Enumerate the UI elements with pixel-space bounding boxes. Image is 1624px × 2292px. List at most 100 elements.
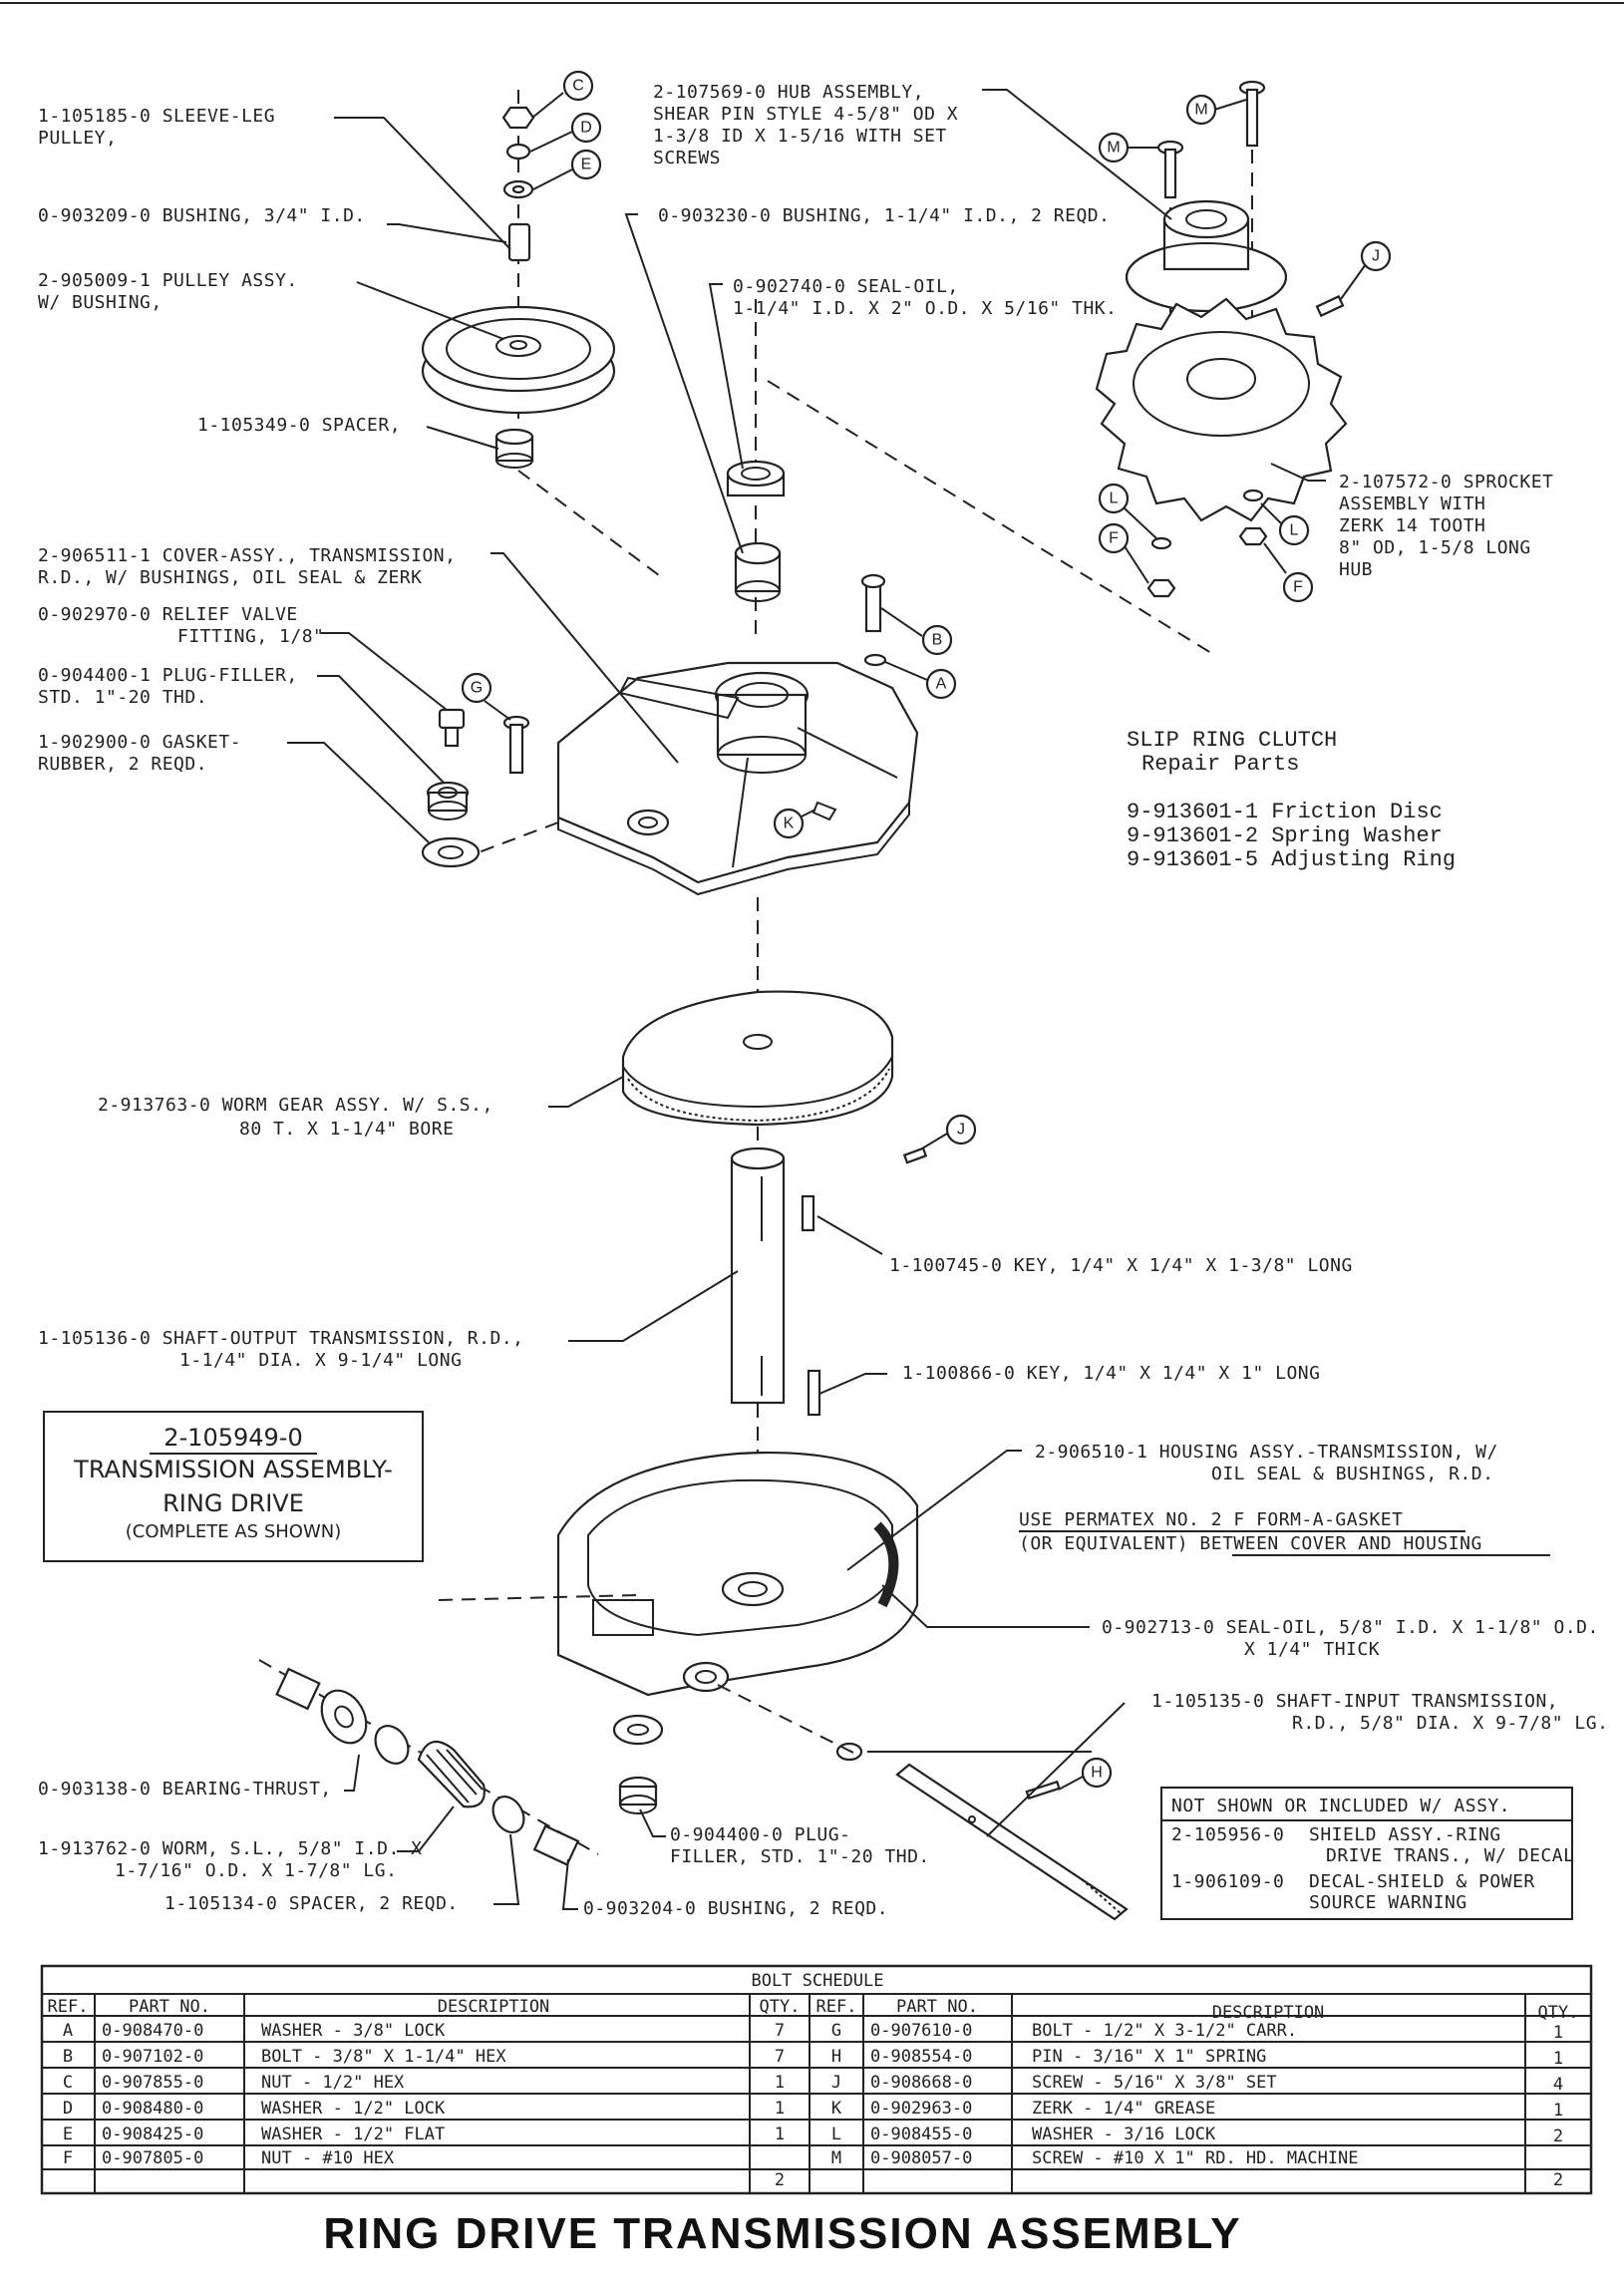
washer-a-part <box>863 653 887 667</box>
svg-text:1: 1 <box>1553 2023 1563 2043</box>
hub-sprocket-assembly <box>767 80 1348 654</box>
slip-ring-item: 9-913601-5 Adjusting Ring <box>1127 847 1456 872</box>
svg-text:0-908668-0: 0-908668-0 <box>870 2073 972 2093</box>
svg-text:M: M <box>1194 102 1207 119</box>
svg-text:WASHER - 1/2" LOCK: WASHER - 1/2" LOCK <box>261 2099 446 2119</box>
assembly-line1: TRANSMISSION ASSEMBLY- <box>73 1456 393 1483</box>
svg-text:K: K <box>784 816 795 832</box>
svg-text:ZERK - 1/4" GREASE: ZERK - 1/4" GREASE <box>1032 2099 1215 2119</box>
label-permatex: USE PERMATEX NO. 2 F FORM-A-GASKET(OR EQ… <box>1019 1509 1482 1554</box>
callout-f-right: F <box>1263 542 1314 603</box>
svg-text:C: C <box>63 2073 73 2093</box>
slip-ring-title: SLIP RING CLUTCH <box>1127 728 1337 753</box>
oil-seal-part <box>726 460 786 497</box>
svg-text:L: L <box>1290 522 1299 539</box>
callout-m-left: M <box>1098 132 1158 164</box>
label-shaft-input: 1-105135-0 SHAFT-INPUT TRANSMISSION,R.D.… <box>1151 1691 1608 1734</box>
label-hub-assy: 2-107569-0 HUB ASSEMBLY,SHEAR PIN STYLE … <box>653 82 958 168</box>
callout-circles: C D E M M J L L F F B A G K J H <box>461 70 1392 1791</box>
svg-text:E: E <box>581 157 592 173</box>
washer-d-part <box>505 143 531 161</box>
label-seal-oil-1: 0-902740-0 SEAL-OIL,1-1/4" I.D. X 2" O.D… <box>733 276 1117 319</box>
callout-h: H <box>1058 1757 1113 1791</box>
label-shaft-output: 1-105136-0 SHAFT-OUTPUT TRANSMISSION, R.… <box>38 1328 524 1371</box>
output-shaft-part <box>730 1146 821 1466</box>
svg-text:G: G <box>831 2021 841 2041</box>
bolt-schedule-headers: REF. PART NO. DESCRIPTION QTY. REF. PART… <box>48 1997 1579 2023</box>
label-bushing-34: 0-903209-0 BUSHING, 3/4" I.D. <box>38 205 366 226</box>
svg-text:M: M <box>831 2148 841 2168</box>
svg-text:H: H <box>831 2047 841 2067</box>
spacer-part <box>494 428 534 469</box>
callout-c: C <box>531 70 594 119</box>
callout-g: G <box>461 672 511 721</box>
svg-text:L: L <box>831 2125 841 2144</box>
hub-part <box>1125 199 1288 313</box>
svg-text:L: L <box>1110 491 1119 507</box>
not-shown-part-no: 1-906109-0 <box>1171 1871 1284 1892</box>
screw-m-right <box>1238 80 1266 148</box>
svg-text:0-907805-0: 0-907805-0 <box>102 2148 203 2168</box>
svg-text:PIN - 3/16" X 1" SPRING: PIN - 3/16" X 1" SPRING <box>1032 2047 1266 2067</box>
svg-text:F: F <box>63 2148 73 2168</box>
worm-part <box>417 1740 486 1808</box>
label-bushing-114: 0-903230-0 BUSHING, 1-1/4" I.D., 2 REQD. <box>658 205 1110 226</box>
not-shown-part-no: 2-105956-0 <box>1171 1824 1284 1845</box>
label-bearing-thrust: 0-903138-0 BEARING-THRUST, <box>38 1779 332 1800</box>
bolt-b-part <box>860 573 886 633</box>
svg-text:0-908057-0: 0-908057-0 <box>870 2148 972 2168</box>
svg-text:2: 2 <box>1553 2170 1563 2190</box>
svg-text:0-908470-0: 0-908470-0 <box>102 2021 203 2041</box>
callout-e: E <box>532 149 602 190</box>
label-key-2: 1-100866-0 KEY, 1/4" X 1/4" X 1" LONG <box>902 1363 1320 1384</box>
svg-text:7: 7 <box>775 2021 785 2041</box>
label-seal-oil-2: 0-902713-0 SEAL-OIL, 5/8" I.D. X 1-1/8" … <box>1102 1617 1599 1660</box>
svg-text:0-908425-0: 0-908425-0 <box>102 2125 203 2144</box>
callout-j-mid: J <box>921 1114 977 1149</box>
svg-text:0-907610-0: 0-907610-0 <box>870 2021 972 2041</box>
svg-text:WASHER - 3/16 LOCK: WASHER - 3/16 LOCK <box>1032 2125 1216 2144</box>
label-spacer: 1-105349-0 SPACER, <box>197 415 401 436</box>
not-shown-desc: DRIVE TRANS., W/ DECAL <box>1326 1845 1574 1866</box>
svg-text:B: B <box>63 2047 73 2067</box>
worm-stack <box>258 1594 639 1866</box>
bushing-part <box>507 222 531 262</box>
pulley-part <box>421 305 616 415</box>
callout-j-top: J <box>1340 240 1392 300</box>
lock-washers-l <box>1150 489 1264 550</box>
not-shown-desc: SHIELD ASSY.-RING <box>1309 1824 1501 1845</box>
callout-k: K <box>773 808 816 839</box>
label-cover-assy: 2-906511-1 COVER-ASSY., TRANSMISSION,R.D… <box>38 545 456 588</box>
not-shown-desc: DECAL-SHIELD & POWER <box>1309 1871 1535 1892</box>
washer-part <box>374 1725 410 1765</box>
svg-text:J: J <box>1372 248 1380 265</box>
svg-text:PART NO.: PART NO. <box>896 1997 978 2017</box>
svg-text:1: 1 <box>775 2099 785 2119</box>
svg-text:1: 1 <box>1553 2101 1563 2121</box>
bushing-2-part <box>532 1824 580 1866</box>
svg-text:BOLT - 3/8" X 1-1/4" HEX: BOLT - 3/8" X 1-1/4" HEX <box>261 2047 506 2067</box>
key-1-part <box>801 1194 815 1232</box>
svg-text:BOLT - 1/2" X 3-1/2" CARR.: BOLT - 1/2" X 3-1/2" CARR. <box>1032 2021 1297 2041</box>
svg-text:A: A <box>936 676 947 693</box>
svg-text:1: 1 <box>775 2125 785 2144</box>
slip-ring-item: 9-913601-2 Spring Washer <box>1127 823 1443 848</box>
assembly-line2: RING DRIVE <box>162 1489 304 1517</box>
svg-text:2: 2 <box>1553 2127 1563 2146</box>
svg-text:1: 1 <box>775 2073 785 2093</box>
key-2-part <box>807 1369 821 1417</box>
callout-d: D <box>529 112 602 153</box>
leader-lines <box>287 89 1326 1910</box>
bolt-schedule-title: BOLT SCHEDULE <box>751 1971 883 1991</box>
bolt-schedule-right-rows: G 0-907610-0 BOLT - 1/2" X 3-1/2" CARR. 1 H… <box>831 2021 1563 2190</box>
not-shown-desc: SOURCE WARNING <box>1309 1892 1467 1913</box>
svg-text:DESCRIPTION: DESCRIPTION <box>438 1997 550 2017</box>
plug-filler-2-part <box>612 1714 664 1814</box>
bushing-114-part <box>734 541 782 602</box>
svg-text:REF.: REF. <box>816 1997 857 2017</box>
